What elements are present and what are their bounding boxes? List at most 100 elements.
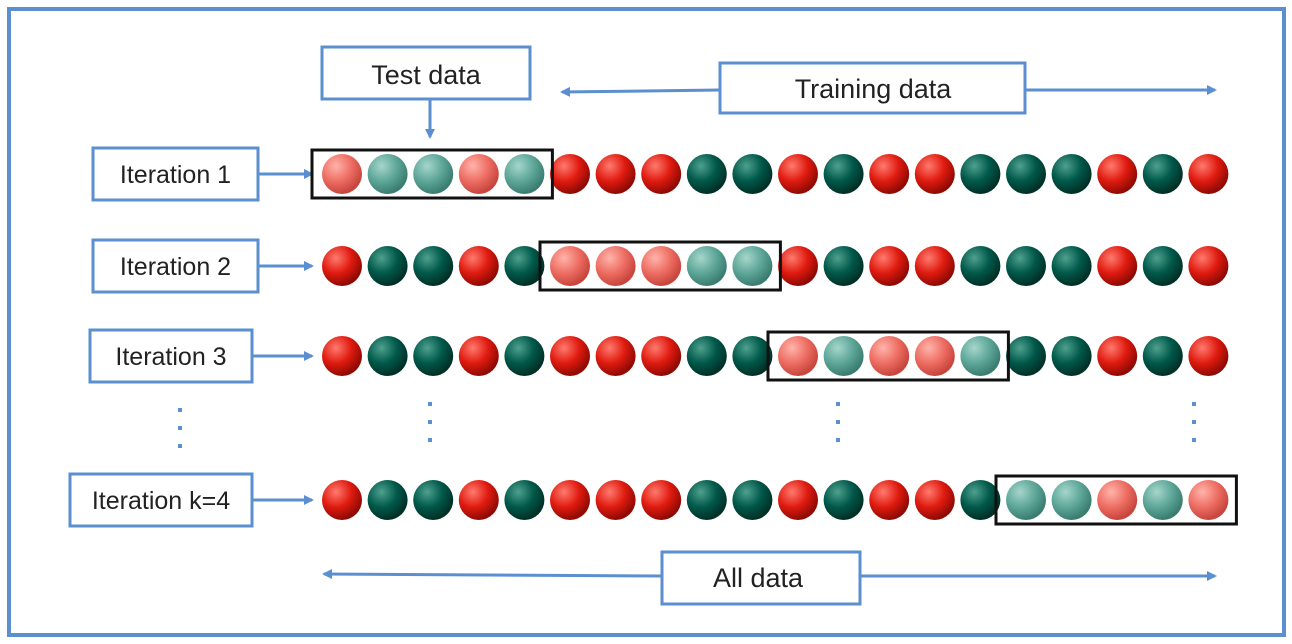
training-sample-ball (413, 336, 454, 376)
training-sample-ball (1051, 154, 1092, 194)
training-sample-ball (732, 336, 773, 376)
training-data-label-box (718, 61, 1027, 115)
training-sample-ball (322, 336, 362, 376)
training-sample-ball (595, 336, 636, 376)
iteration-row: Iteration 2 (91, 238, 1229, 294)
test-sample-ball (367, 154, 408, 194)
training-sample-ball (869, 246, 910, 286)
test-fold-box (538, 240, 782, 292)
test-sample-ball (778, 336, 818, 376)
iteration-label: Iteration k=4 (92, 487, 230, 515)
test-sample-ball (1142, 480, 1183, 520)
ellipsis-under-labels (178, 408, 182, 448)
training-sample-ball (550, 154, 590, 194)
training-sample-ball (504, 480, 545, 520)
all-data-label-box (660, 550, 862, 606)
training-data-left-arrow (560, 86, 721, 97)
training-sample-ball (1097, 336, 1138, 376)
training-sample-ball (960, 154, 1001, 194)
training-sample-ball (1051, 336, 1092, 376)
test-data-label-box (320, 45, 532, 101)
training-sample-ball (322, 480, 362, 520)
test-fold-box (994, 474, 1238, 526)
training-sample-ball (823, 154, 864, 194)
test-sample-ball (732, 246, 773, 286)
test-sample-ball (458, 154, 499, 194)
test-sample-ball (322, 154, 362, 194)
outer-frame (7, 7, 1286, 637)
training-sample-ball (367, 480, 408, 520)
training-sample-ball (1188, 246, 1229, 286)
training-sample-ball (823, 246, 864, 286)
ellipsis-row (178, 402, 1196, 448)
training-sample-ball (732, 480, 773, 520)
training-sample-ball (641, 336, 682, 376)
training-sample-ball (1142, 336, 1183, 376)
training-sample-ball (1188, 336, 1229, 376)
training-sample-ball (504, 336, 545, 376)
iteration-label-box (91, 146, 260, 202)
training-sample-ball (778, 246, 818, 286)
training-sample-ball (458, 336, 499, 376)
iteration-rows: Iteration 1 Iteration 2 Iteration 3 Iterati… (68, 146, 1238, 528)
test-sample-ball (1188, 480, 1229, 520)
training-sample-ball (641, 154, 682, 194)
iteration-row: Iteration 1 (91, 146, 1229, 202)
iteration-row: Iteration k=4 (68, 472, 1238, 528)
test-sample-ball (960, 336, 1001, 376)
training-sample-ball (1006, 336, 1046, 376)
test-sample-ball (914, 336, 955, 376)
training-sample-ball (914, 154, 955, 194)
training-sample-ball (413, 480, 454, 520)
training-sample-ball (960, 246, 1001, 286)
test-sample-ball (413, 154, 454, 194)
training-sample-ball (778, 154, 818, 194)
iteration-label: Iteration 3 (115, 343, 226, 371)
ellipsis-under-middle (836, 402, 840, 442)
training-sample-ball (1142, 154, 1183, 194)
all-data-label: All data (713, 563, 804, 593)
test-sample-ball (550, 246, 590, 286)
test-sample-ball (504, 154, 545, 194)
test-sample-ball (823, 336, 864, 376)
training-sample-ball (1097, 154, 1138, 194)
training-sample-ball (458, 480, 499, 520)
training-sample-ball (550, 336, 590, 376)
training-sample-ball (595, 154, 636, 194)
training-sample-ball (869, 154, 910, 194)
test-data-callout: Test data (320, 45, 532, 139)
training-sample-ball (686, 336, 727, 376)
training-sample-ball (686, 480, 727, 520)
training-sample-ball (1006, 154, 1046, 194)
training-sample-ball (458, 246, 499, 286)
training-sample-ball (1006, 246, 1046, 286)
iteration-label: Iteration 2 (120, 253, 231, 281)
ellipsis-under-end (1192, 402, 1196, 442)
test-fold-box (310, 148, 554, 200)
test-sample-ball (1006, 480, 1046, 520)
training-sample-ball (869, 480, 910, 520)
training-sample-ball (550, 480, 590, 520)
training-sample-ball (504, 246, 545, 286)
training-sample-ball (686, 154, 727, 194)
iteration-row: Iteration 3 (88, 328, 1229, 384)
training-sample-ball (1051, 246, 1092, 286)
training-sample-ball (1142, 246, 1183, 286)
training-sample-ball (1188, 154, 1229, 194)
test-data-label: Test data (371, 60, 482, 90)
test-sample-ball (595, 246, 636, 286)
training-sample-ball (732, 154, 773, 194)
iteration-label: Iteration 1 (120, 161, 231, 189)
training-sample-ball (595, 480, 636, 520)
all-data-left-arrow (322, 569, 663, 580)
training-sample-ball (1097, 246, 1138, 286)
training-sample-ball (960, 480, 1001, 520)
test-sample-ball (1097, 480, 1138, 520)
test-sample-ball (869, 336, 910, 376)
training-sample-ball (823, 480, 864, 520)
test-sample-ball (686, 246, 727, 286)
training-sample-ball (413, 246, 454, 286)
test-sample-ball (1051, 480, 1092, 520)
